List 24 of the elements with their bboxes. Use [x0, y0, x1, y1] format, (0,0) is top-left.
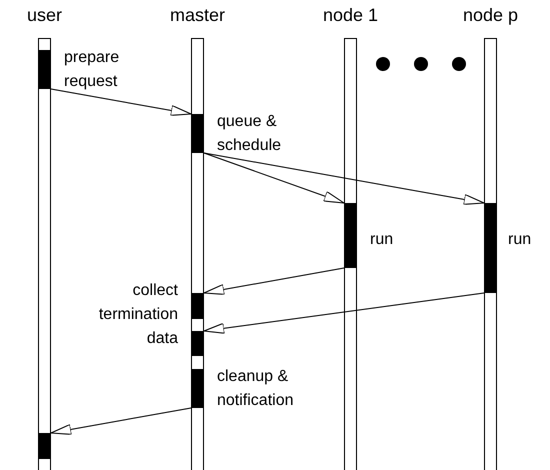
activation-bar: [485, 203, 496, 293]
message-arrow: [204, 292, 484, 334]
activation-bar: [39, 50, 50, 89]
step-label: collect termination data: [98, 281, 178, 349]
message-arrow: [50, 408, 192, 435]
message-arrow: [50, 88, 192, 116]
lifeline-label: user: [27, 4, 62, 26]
activation-bar: [192, 114, 203, 153]
message-arrow: [204, 152, 484, 205]
activation-bar: [192, 331, 203, 356]
activation-bar: [192, 293, 203, 319]
step-label: run: [370, 230, 394, 250]
activation-bar: [345, 203, 356, 268]
lifeline-label: node 1: [322, 4, 378, 26]
activation-bar: [192, 369, 203, 408]
step-label: queue & schedule: [217, 112, 282, 156]
message-arrow: [204, 152, 344, 204]
step-label: run: [508, 230, 532, 250]
activation-bar: [39, 433, 50, 459]
step-label: prepare request: [64, 48, 120, 92]
message-arrow: [204, 268, 344, 295]
step-label: cleanup & notification: [217, 367, 294, 411]
lifeline-label: master: [170, 4, 225, 26]
lifeline-label: node p: [462, 4, 518, 26]
